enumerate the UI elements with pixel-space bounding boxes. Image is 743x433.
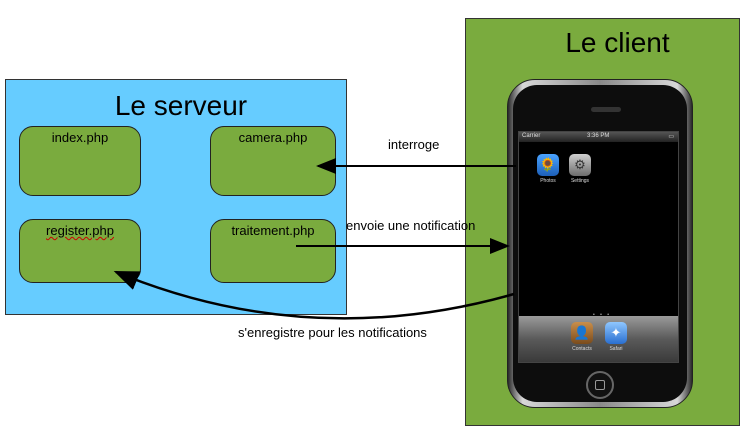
battery-icon: ▭	[668, 134, 674, 140]
file-box-camera: camera.php	[210, 126, 336, 196]
home-button[interactable]	[586, 371, 614, 399]
page-indicator: • • •	[593, 312, 612, 318]
dock-label-safari: Safari	[609, 346, 623, 352]
gear-icon[interactable]: ⚙	[569, 154, 591, 176]
query-label: interroge	[388, 137, 440, 152]
file-label-register: register.php	[46, 223, 114, 238]
register-arrow	[113, 270, 515, 320]
earpiece	[591, 107, 621, 112]
register-label: s'enregistre pour les notifications	[238, 325, 427, 340]
compass-icon[interactable]: ✦	[605, 322, 627, 344]
phone-screen: Carrier 3:36 PM ▭ 🌻 Photos ⚙ Settings • …	[518, 131, 679, 363]
carrier-label: Carrier	[522, 133, 541, 139]
file-box-register: register.php	[19, 219, 141, 283]
app-label-settings: Settings	[570, 178, 590, 184]
status-time: 3:36 PM	[587, 133, 610, 139]
dock-label-contacts: Contacts	[572, 346, 592, 352]
dock: 👤 Contacts ✦ Safari	[519, 316, 678, 362]
file-box-traitement: traitement.php	[210, 219, 336, 283]
server-title: Le serveur	[114, 90, 248, 121]
home-square-icon	[595, 380, 605, 390]
app-label-photos: Photos	[540, 178, 556, 184]
notify-label: envoie une notification	[346, 218, 476, 233]
sunflower-icon[interactable]: 🌻	[537, 154, 559, 176]
contacts-icon[interactable]: 👤	[571, 322, 593, 344]
file-box-index: index.php	[19, 126, 141, 196]
client-title: Le client	[565, 27, 670, 58]
status-bar: Carrier 3:36 PM ▭	[519, 132, 678, 142]
